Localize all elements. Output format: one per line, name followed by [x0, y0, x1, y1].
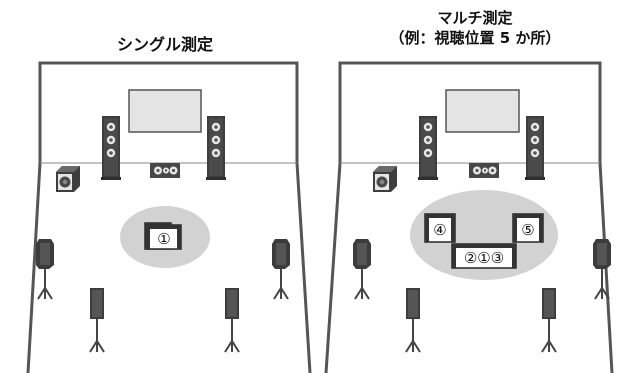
surround-back-right-speaker — [541, 287, 557, 353]
surround-back-left-speaker — [89, 287, 105, 353]
front-right-speaker — [525, 116, 545, 180]
listening-area — [410, 190, 558, 280]
surround-back-left-speaker — [405, 287, 421, 353]
front-left-speaker — [101, 116, 121, 180]
tv-screen — [445, 89, 520, 133]
surround-back-right-speaker — [224, 287, 240, 353]
surround-left-speaker — [35, 238, 55, 300]
subwoofer — [373, 166, 397, 192]
front-left-speaker — [418, 116, 438, 180]
surround-right-speaker — [271, 238, 291, 300]
center-speaker — [150, 163, 180, 178]
position-label-5: ⑤ — [521, 221, 534, 239]
position-label-2-1-3: ②①③ — [464, 249, 504, 267]
single-measurement-title: シングル測定 — [116, 35, 213, 54]
listening-position-4: ④ — [424, 213, 456, 243]
multi-measurement-subtitle: （例：視聴位置 5 か所） — [389, 29, 561, 47]
center-speaker — [469, 163, 499, 178]
position-label-1: ① — [157, 230, 170, 248]
listening-positions-2-1-3: ②①③ — [451, 243, 517, 269]
position-label-4: ④ — [433, 221, 446, 239]
listening-position-1: ① — [144, 222, 182, 250]
front-right-speaker — [206, 116, 226, 180]
subwoofer — [56, 166, 80, 192]
surround-left-speaker — [352, 238, 372, 300]
multi-measurement-title: マルチ測定 — [437, 9, 513, 27]
tv-screen — [128, 89, 202, 133]
listening-position-5: ⑤ — [512, 213, 544, 243]
